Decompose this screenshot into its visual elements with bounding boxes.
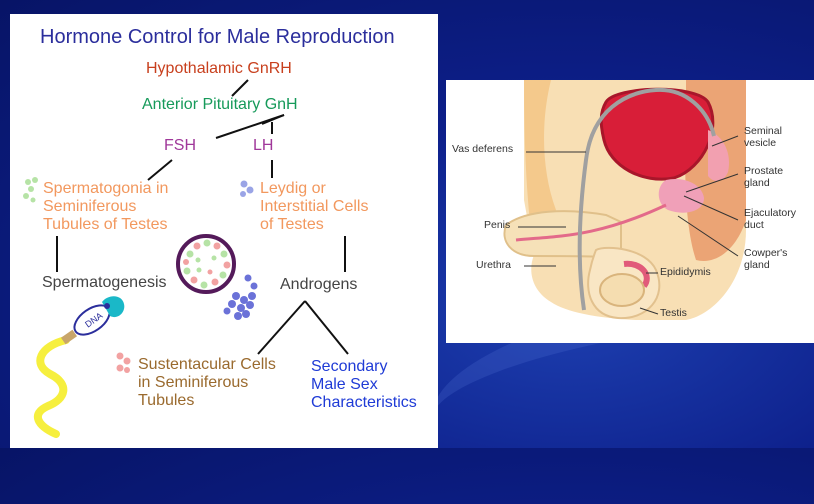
testis-shape: [599, 273, 645, 307]
vas-deferens-tube: [577, 87, 716, 311]
label-cowpers-gland: Cowper's gland: [744, 247, 788, 271]
node-lh: LH: [253, 137, 274, 154]
seminal-vesicle-shape: [708, 130, 730, 181]
label-epididymis: Epididymis: [660, 266, 711, 278]
spermatogonia-cluster-icon: [23, 177, 38, 203]
node-sustentacular: Sustentacular Cells in Seminiferous Tubu…: [138, 356, 276, 409]
label-testis: Testis: [660, 307, 687, 319]
connector-androgens-sustentacular: [257, 300, 306, 355]
node-gnrh: Hypothalamic GnRH: [146, 60, 292, 77]
connector-androgens-secondary: [304, 300, 349, 355]
epididymis-shape: [623, 260, 650, 288]
sperm-cell-icon: DNA: [33, 296, 125, 438]
node-fsh: FSH: [164, 137, 196, 154]
androgen-molecule-cluster-icon: [223, 274, 258, 320]
leader-ejaculatory: [683, 195, 739, 221]
anatomy-panel: Vas deferens Penis Urethra Seminal vesic…: [446, 80, 814, 343]
label-prostate: Prostate gland: [744, 165, 784, 189]
node-leydig: Leydig or Interstitial Cells of Testes: [260, 180, 369, 233]
hormone-diagram-panel: Hormone Control for Male Reproduction Hy…: [10, 14, 438, 448]
leader-cowpers: [677, 215, 739, 257]
node-spermatogonia: Spermatogonia in Seminiferous Tubules of…: [43, 180, 169, 233]
label-seminal-vesicle: Seminal vesicle: [744, 125, 782, 149]
sustentacular-cluster-icon: [116, 352, 131, 373]
leader-testis: [639, 307, 659, 315]
connector-gnrh-pituitary: [231, 79, 249, 97]
label-ejaculatory-duct: Ejaculatory duct: [744, 207, 796, 231]
leader-seminal-vesicle: [711, 135, 739, 147]
node-secondary: Secondary Male Sex Characteristics: [311, 358, 417, 411]
node-androgens: Androgens: [280, 276, 358, 293]
leydig-cluster-icon: [240, 180, 254, 197]
diagram-title: Hormone Control for Male Reproduction: [40, 26, 395, 48]
label-penis: Penis: [484, 219, 511, 231]
anatomy-illustration: [503, 80, 746, 320]
leader-prostate: [685, 173, 739, 193]
label-vas-deferens: Vas deferens: [452, 143, 514, 155]
diagram-graphics: DNA: [23, 79, 349, 438]
label-urethra: Urethra: [476, 259, 512, 271]
seminiferous-tubule-icon: [176, 234, 236, 294]
prostate-shape: [658, 178, 704, 213]
connector-fsh-spermatogonia: [147, 159, 173, 181]
node-spermatogenesis: Spermatogenesis: [42, 274, 167, 291]
connector-pituitary-fsh: [215, 114, 285, 139]
node-pituitary: Anterior Pituitary GnH: [142, 96, 298, 113]
